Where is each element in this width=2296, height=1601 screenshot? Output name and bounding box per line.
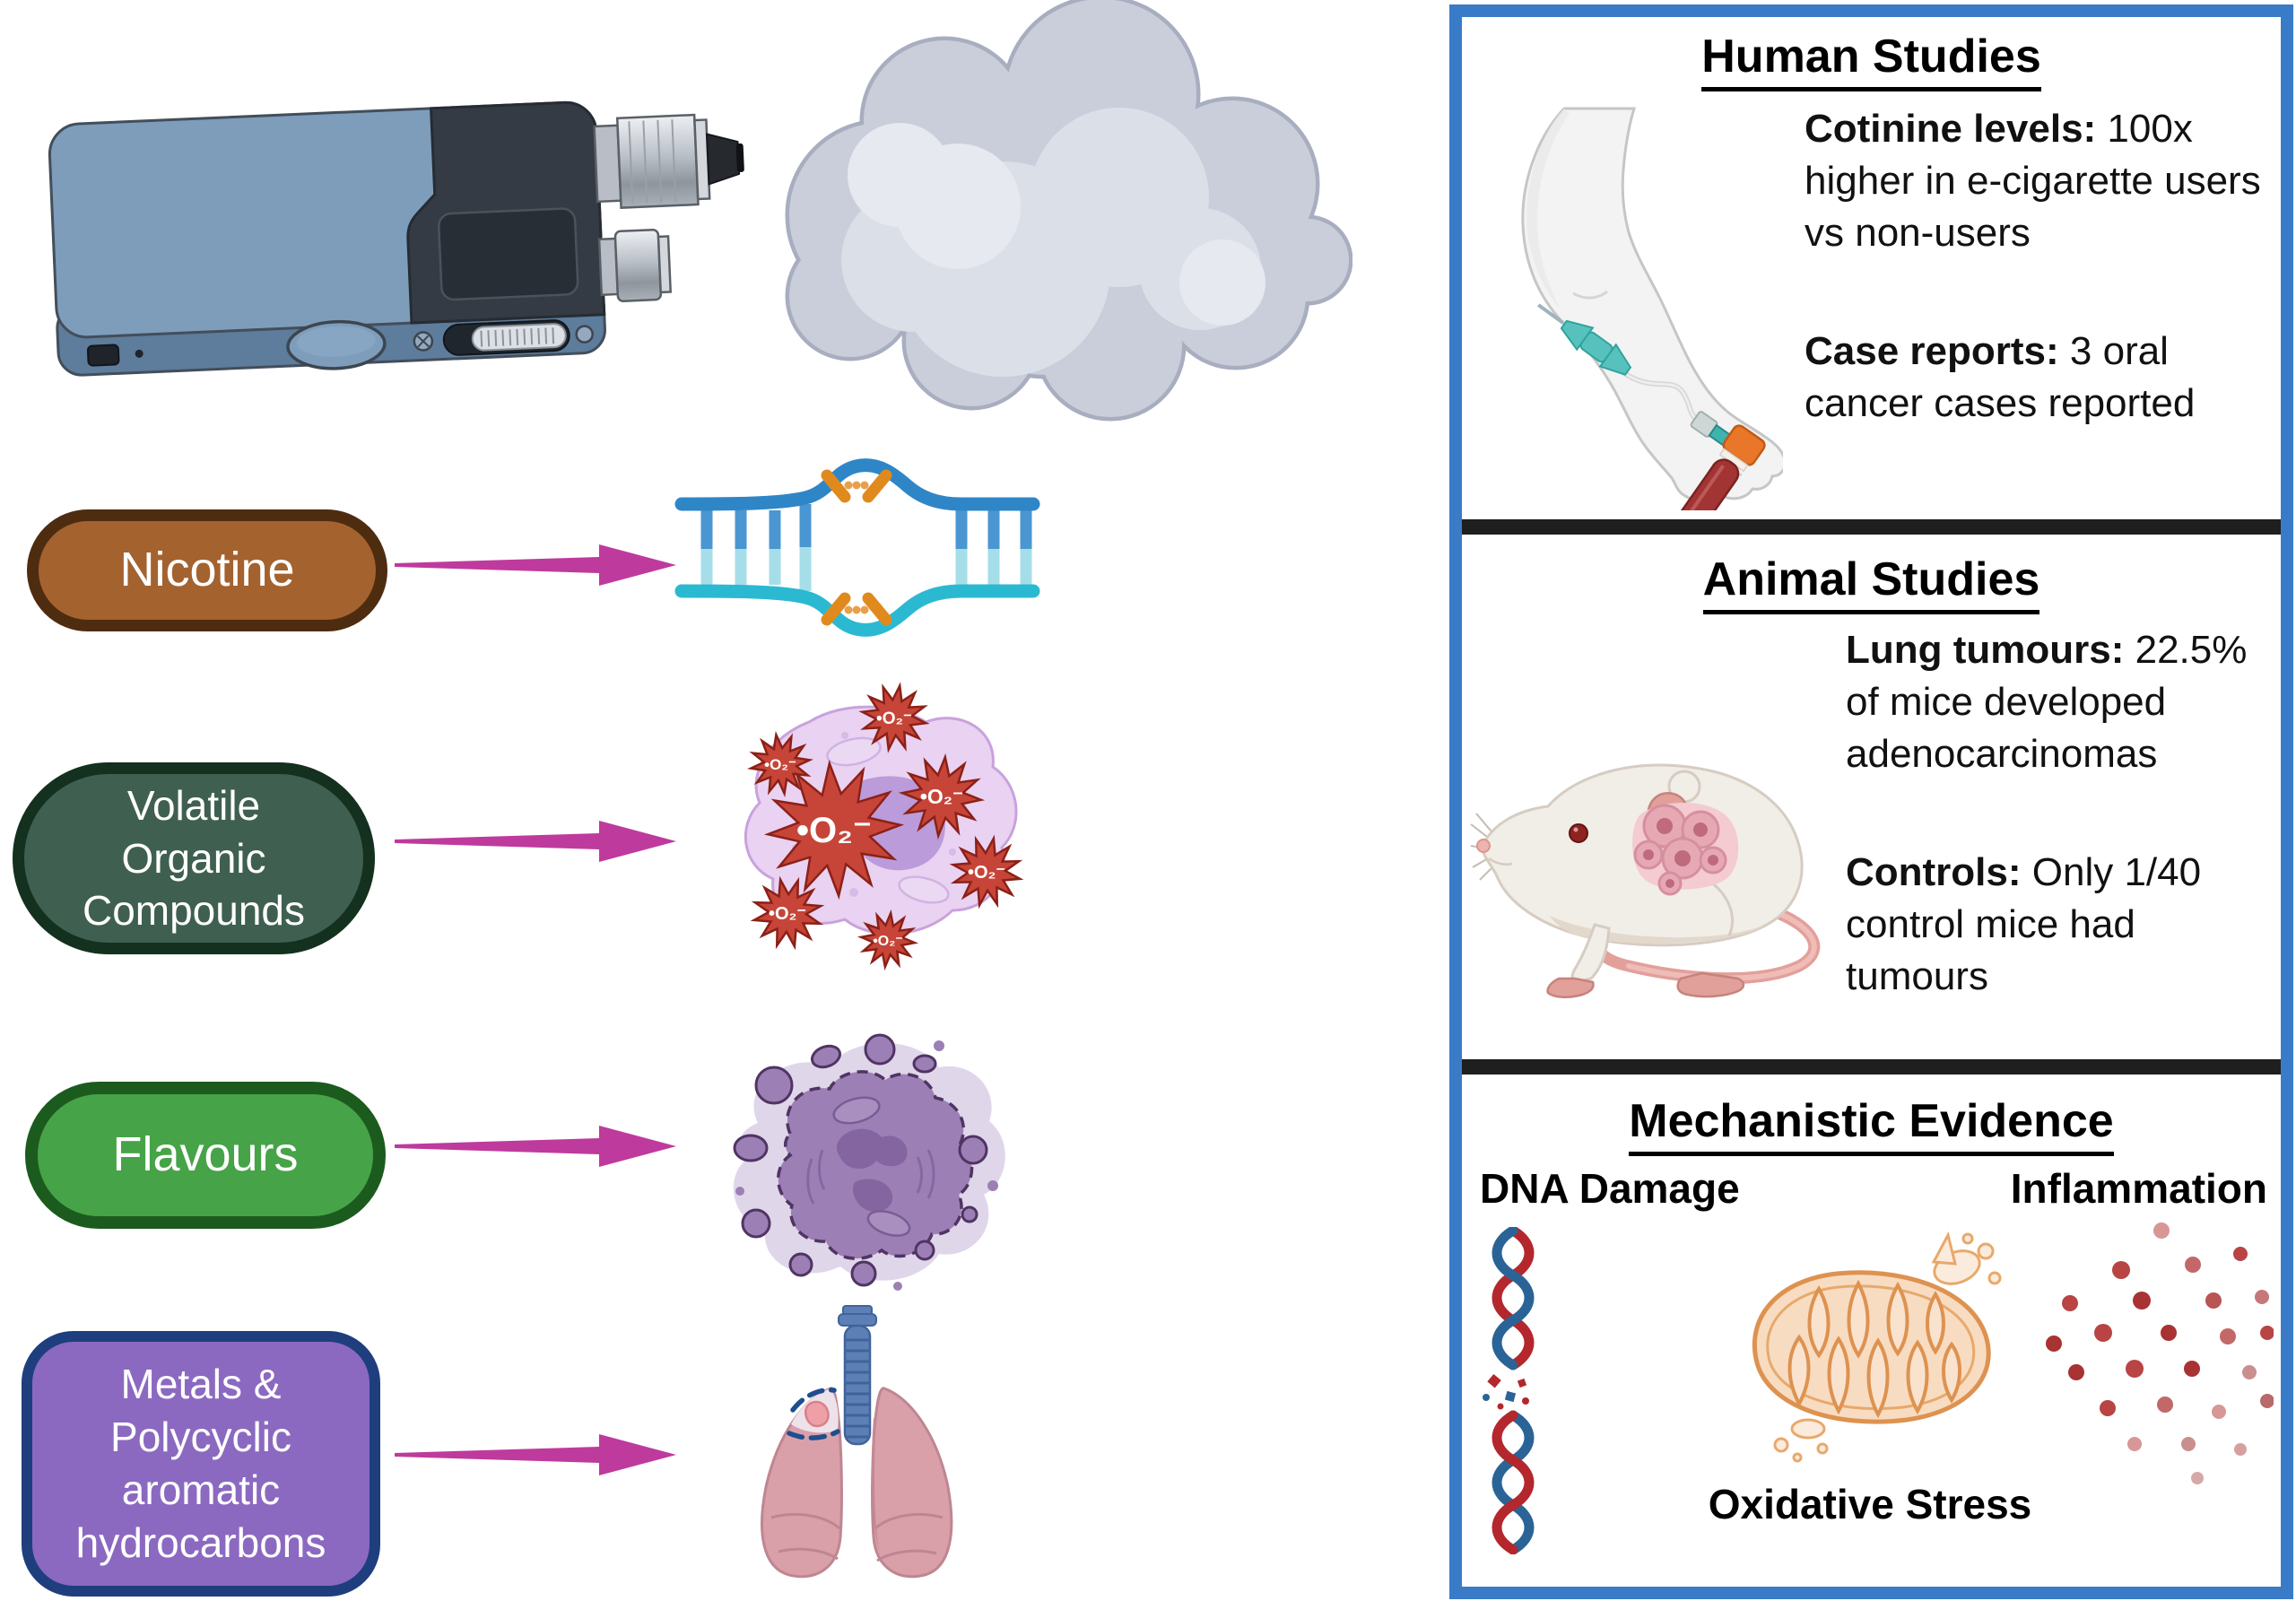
arrow-voc-icon bbox=[395, 821, 676, 862]
front-paw bbox=[1546, 977, 1595, 998]
superoxide-labels: •O₂⁻ •O₂⁻ •O₂⁻ •O₂⁻ •O₂⁻ •O₂⁻ •O₂⁻ bbox=[764, 709, 1005, 949]
apoptotic-cell-body bbox=[777, 1070, 974, 1260]
cristae bbox=[1787, 1279, 1961, 1419]
adjust-wheel bbox=[471, 323, 567, 352]
svg-text:•O₂⁻: •O₂⁻ bbox=[876, 709, 912, 728]
trachea bbox=[838, 1305, 877, 1446]
dna-fragments bbox=[1483, 1373, 1529, 1410]
mouse-eye bbox=[1569, 823, 1588, 843]
animal-studies-facts: Lung tumours: 22.5% of mice developed ad… bbox=[1846, 624, 2272, 1003]
section-mechanistic-evidence: Mechanistic Evidence DNA Damage Inflamma… bbox=[1462, 1075, 2281, 1587]
svg-text:•O₂⁻: •O₂⁻ bbox=[769, 904, 806, 924]
apoptotic-cell-icon bbox=[733, 1033, 1005, 1291]
fact-lung-tumours: Lung tumours: 22.5% of mice developed ad… bbox=[1846, 628, 2248, 777]
lungs-with-tumour-icon bbox=[761, 1305, 953, 1579]
section-divider-1 bbox=[1462, 519, 2281, 535]
dna-adduct-breaks bbox=[821, 469, 892, 626]
section-animal-studies: Animal Studies bbox=[1462, 535, 2281, 1059]
svg-text:•O₂⁻: •O₂⁻ bbox=[920, 785, 963, 808]
stress-lines bbox=[806, 1149, 935, 1205]
tumour bbox=[804, 1400, 830, 1428]
vape-device-icon bbox=[48, 100, 744, 377]
tiny-blebs bbox=[735, 1040, 998, 1291]
rear-paw bbox=[1676, 971, 1745, 998]
lung-fissures bbox=[770, 1512, 944, 1562]
fact-cotinine: Cotinine levels: 100x higher in e-cigare… bbox=[1805, 107, 2261, 256]
lab-mouse-icon bbox=[1470, 763, 1821, 998]
mitochondrion-icon bbox=[1752, 1231, 2002, 1463]
vapour-cloud-icon bbox=[785, 0, 1352, 422]
fact-controls: Controls: Only 1/40 control mice had tum… bbox=[1846, 850, 2202, 999]
pill-flavours: Flavours bbox=[25, 1082, 386, 1229]
blood-draw-arm-icon bbox=[1521, 107, 1783, 510]
cloud-highlight-bright bbox=[848, 123, 1265, 326]
svg-text:•O₂⁻: •O₂⁻ bbox=[796, 811, 872, 850]
oxidative-stress-label: Oxidative Stress bbox=[1708, 1481, 2032, 1527]
dna-dotted-bond bbox=[844, 481, 869, 614]
pill-nicotine-label: Nicotine bbox=[119, 543, 295, 597]
cell-mitochondrion-2 bbox=[898, 875, 950, 904]
mechanistic-evidence-title: Mechanistic Evidence bbox=[1462, 1094, 2281, 1156]
tumour-highlight bbox=[787, 1387, 840, 1440]
tumour-cluster bbox=[1632, 803, 1739, 896]
inflammation-label: Inflammation bbox=[2010, 1165, 2267, 1212]
arrow-nicotine-icon bbox=[395, 544, 676, 586]
dna-strand-bottom bbox=[674, 584, 1040, 637]
cell-mitochondrion-1 bbox=[826, 736, 882, 767]
arrow-flavours-icon bbox=[395, 1126, 676, 1167]
section-divider-2 bbox=[1462, 1059, 2281, 1075]
vape-body-group bbox=[48, 100, 744, 377]
svg-text:•O₂⁻: •O₂⁻ bbox=[764, 756, 796, 773]
arrow-metals-icon bbox=[395, 1434, 676, 1475]
fact-case-reports: Case reports: 3 oral cancer cases report… bbox=[1805, 329, 2196, 426]
pill-metals-pah: Metals & Polycyclic aromatic hydrocarbon… bbox=[22, 1331, 380, 1597]
dna-damage-label: DNA Damage bbox=[1480, 1165, 1740, 1212]
butterfly-needle bbox=[1537, 303, 1632, 376]
drip-tip bbox=[706, 133, 741, 186]
nucleus-fragment-1 bbox=[836, 1128, 908, 1169]
superoxide-cell-icon: •O₂⁻ •O₂⁻ •O₂⁻ •O₂⁻ •O₂⁻ •O₂⁻ •O₂⁻ bbox=[701, 682, 1047, 991]
pill-nicotine: Nicotine bbox=[27, 509, 387, 631]
pill-volatile-organic-compounds: Volatile Organic Compounds bbox=[13, 762, 375, 954]
pill-metals-label: Metals & Polycyclic aromatic hydrocarbon… bbox=[75, 1361, 326, 1566]
svg-text:•O₂⁻: •O₂⁻ bbox=[873, 934, 903, 949]
human-studies-facts: Cotinine levels: 100x higher in e-cigare… bbox=[1805, 103, 2266, 430]
inflammation-dots-icon bbox=[2046, 1223, 2274, 1484]
burst-splashes bbox=[1773, 1231, 2002, 1463]
damaged-dna-icon bbox=[674, 458, 1040, 637]
pill-flavours-label: Flavours bbox=[112, 1127, 299, 1182]
mouse-nose bbox=[1476, 839, 1491, 853]
broken-dna-helix-icon bbox=[1483, 1227, 1535, 1554]
dna-strand-top bbox=[674, 458, 1040, 511]
blood-tube bbox=[1677, 424, 1766, 510]
left-lung bbox=[871, 1387, 953, 1579]
svg-text:•O₂⁻: •O₂⁻ bbox=[968, 863, 1005, 883]
cytokine-dots bbox=[2046, 1223, 2274, 1484]
section-human-studies: Human Studies bbox=[1462, 17, 2281, 519]
animal-studies-title: Animal Studies bbox=[1462, 553, 2281, 614]
evidence-panel: Human Studies bbox=[1449, 4, 2293, 1599]
nucleus-fragment-2 bbox=[852, 1179, 893, 1213]
human-studies-title: Human Studies bbox=[1462, 30, 2281, 91]
apoptotic-blebs bbox=[733, 1033, 988, 1287]
pill-voc-label: Volatile Organic Compounds bbox=[82, 781, 306, 935]
dna-rungs bbox=[700, 504, 1032, 591]
